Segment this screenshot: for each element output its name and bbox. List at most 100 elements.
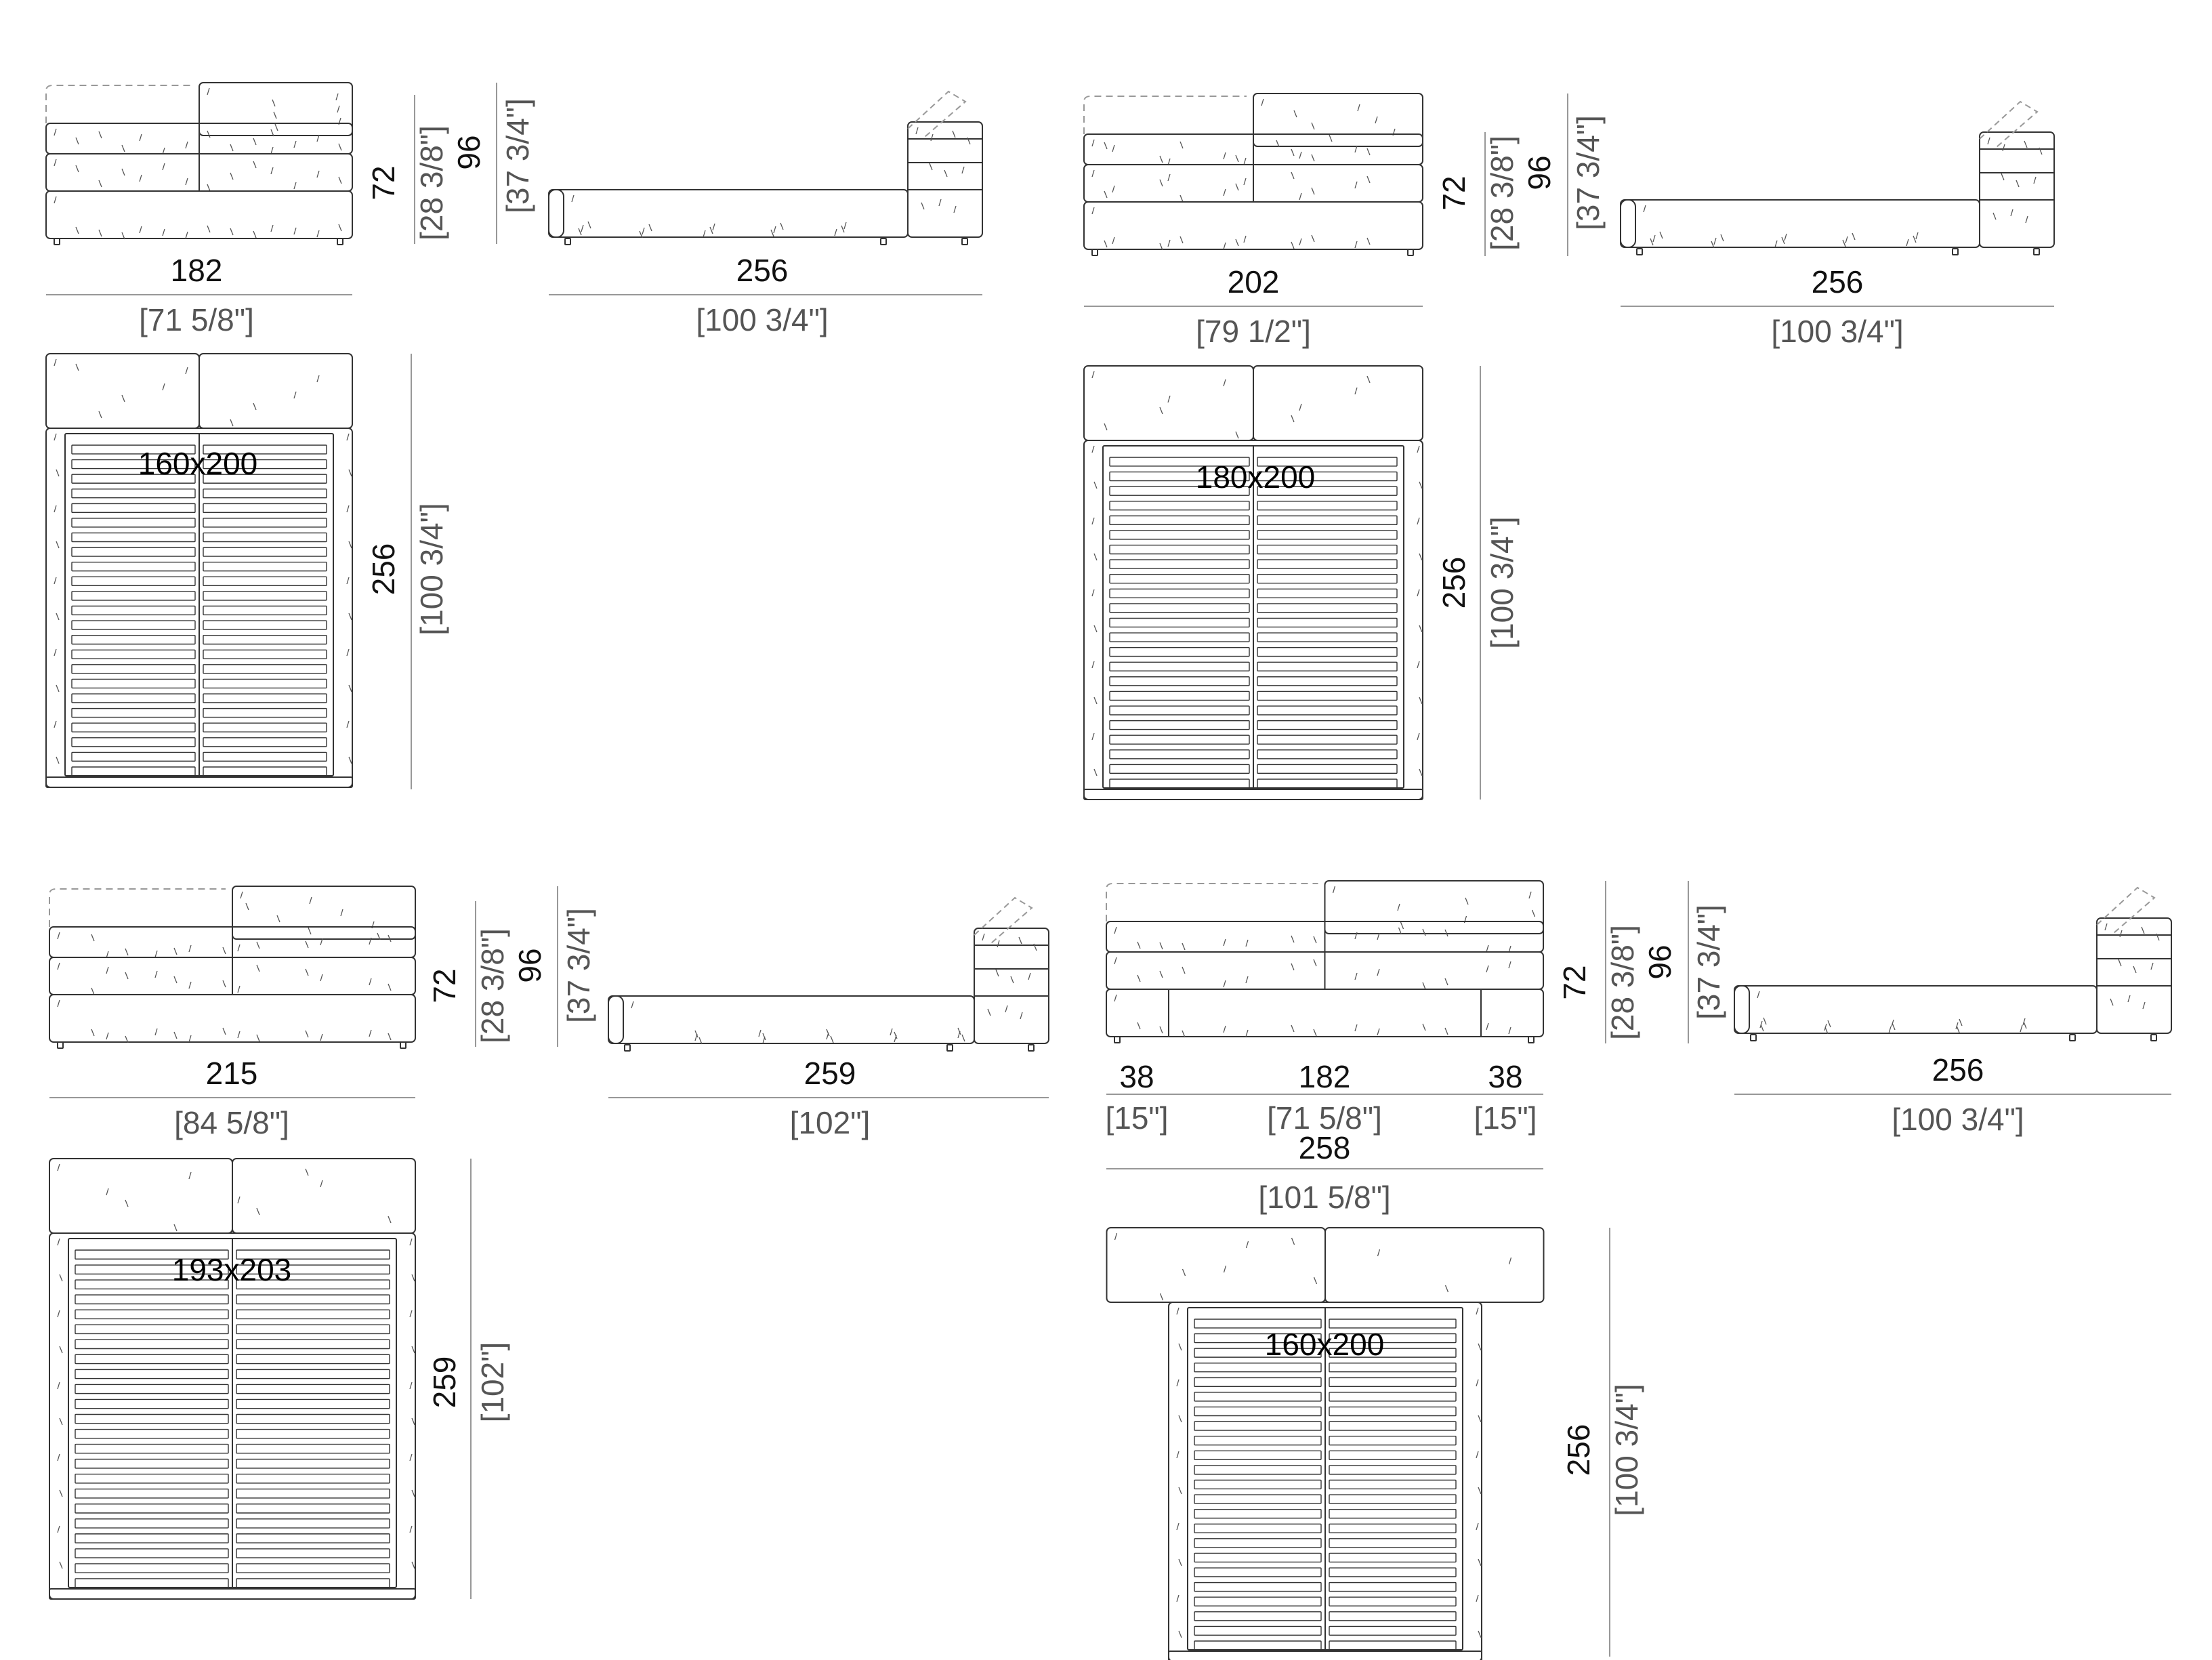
side-base [1734, 985, 2098, 1034]
slat [1109, 471, 1250, 482]
pillow-stitches [1091, 371, 1371, 439]
slat [75, 1533, 229, 1543]
bed-d-center-width-in: [71 5/8"] [1267, 1100, 1382, 1136]
slat [203, 605, 327, 616]
slat [203, 693, 327, 703]
bed-d-height-low: 72 [1557, 965, 1592, 999]
slat [1194, 1436, 1322, 1446]
slat [203, 459, 327, 470]
slat [236, 1324, 390, 1335]
slat [75, 1264, 229, 1274]
slat [71, 444, 196, 455]
headboard-stitches [240, 891, 381, 940]
stitch-marks [1114, 994, 1511, 1038]
pillow-cushion [1083, 365, 1254, 441]
slat [71, 576, 196, 586]
slat [1109, 764, 1250, 774]
bed-a-front-width: 182 [171, 253, 223, 288]
headboard-stitches [1261, 98, 1396, 148]
slat [1257, 501, 1398, 511]
slat [1257, 617, 1398, 628]
slat [1329, 1406, 1457, 1417]
slat [1194, 1581, 1322, 1592]
slat [1109, 779, 1250, 789]
stitch-marks [571, 194, 847, 238]
bed-foot [880, 238, 887, 245]
slat [1329, 1363, 1457, 1373]
raised-cushion-outline [1083, 96, 1247, 134]
bed-c-mattress-size: 193x203 [172, 1252, 292, 1287]
stitch-marks [57, 932, 392, 959]
bed-d-side-left-in: [15"] [1105, 1100, 1168, 1136]
bed-b-height-high: 96 [1522, 155, 1557, 190]
slat [71, 474, 196, 484]
bed-foot [946, 1044, 953, 1052]
bed-d-front-width: 258 [1299, 1130, 1351, 1165]
slat [71, 649, 196, 659]
bed-b-mattress-size: 180x200 [1196, 459, 1316, 495]
bed-a-plan-length-in: [100 3/4"] [414, 503, 449, 635]
slat [203, 664, 327, 674]
slat [75, 1339, 229, 1350]
slat [236, 1578, 390, 1588]
slat [75, 1458, 229, 1469]
slat [1194, 1333, 1322, 1344]
slat [1194, 1363, 1322, 1373]
bed-b-plan-length-in: [100 3/4"] [1484, 516, 1520, 648]
slat [75, 1489, 229, 1499]
pillow-stitches [1114, 1232, 1512, 1301]
slat [1194, 1538, 1322, 1548]
slat [203, 444, 327, 455]
raised-cushion-outline [49, 888, 226, 927]
bed-c-plan-length: 259 [427, 1356, 462, 1409]
slat [75, 1354, 229, 1365]
bed-a-side-length: 256 [736, 253, 789, 288]
bed-foot [2150, 1034, 2157, 1041]
slat [1257, 588, 1398, 598]
bed-foot [624, 1044, 631, 1052]
slat [1109, 486, 1250, 496]
slat [75, 1309, 229, 1320]
side-base [608, 995, 975, 1044]
slat [1109, 705, 1250, 715]
slat [71, 459, 196, 470]
slat [71, 678, 196, 689]
pillow-cushion [199, 353, 353, 429]
slat [71, 664, 196, 674]
slat [1109, 588, 1250, 598]
drawing-linework [45, 82, 2172, 1660]
frame-edge [49, 1588, 416, 1600]
slat [1257, 530, 1398, 540]
slat [1109, 676, 1250, 686]
stitch-marks [54, 159, 342, 192]
slat [236, 1413, 390, 1424]
side-headboard [974, 928, 1049, 1044]
bed-foot [400, 1041, 406, 1049]
tilting-cushion-outline [1979, 100, 2039, 148]
stitch-marks [54, 433, 60, 764]
slat [1194, 1567, 1322, 1577]
pillow-cushion [232, 1158, 416, 1234]
pillow-stitches [54, 358, 320, 427]
slat [1109, 632, 1250, 642]
slat [71, 547, 196, 557]
bed-d-plan-length-in: [100 3/4"] [1609, 1384, 1644, 1516]
bed-d-side-right: 38 [1488, 1059, 1522, 1094]
stitch-marks [1417, 445, 1423, 776]
bed-d-side-length-in: [100 3/4"] [1892, 1102, 2024, 1137]
side-base [1620, 199, 1980, 248]
frame-edge [45, 776, 353, 788]
slat [236, 1503, 390, 1514]
slat [1109, 559, 1250, 569]
bed-c-height-low-in: [28 3/8"] [475, 928, 510, 1043]
stitch-marks [54, 196, 342, 240]
slat [75, 1503, 229, 1514]
stitch-marks [631, 1001, 965, 1045]
slat [1329, 1625, 1457, 1636]
stitch-marks [1643, 205, 1919, 249]
slat [1329, 1567, 1457, 1577]
bed-foot [1636, 248, 1643, 255]
slat [1109, 720, 1250, 730]
bed-b-side-length: 256 [1812, 264, 1864, 299]
stitch-marks [1176, 1307, 1182, 1638]
